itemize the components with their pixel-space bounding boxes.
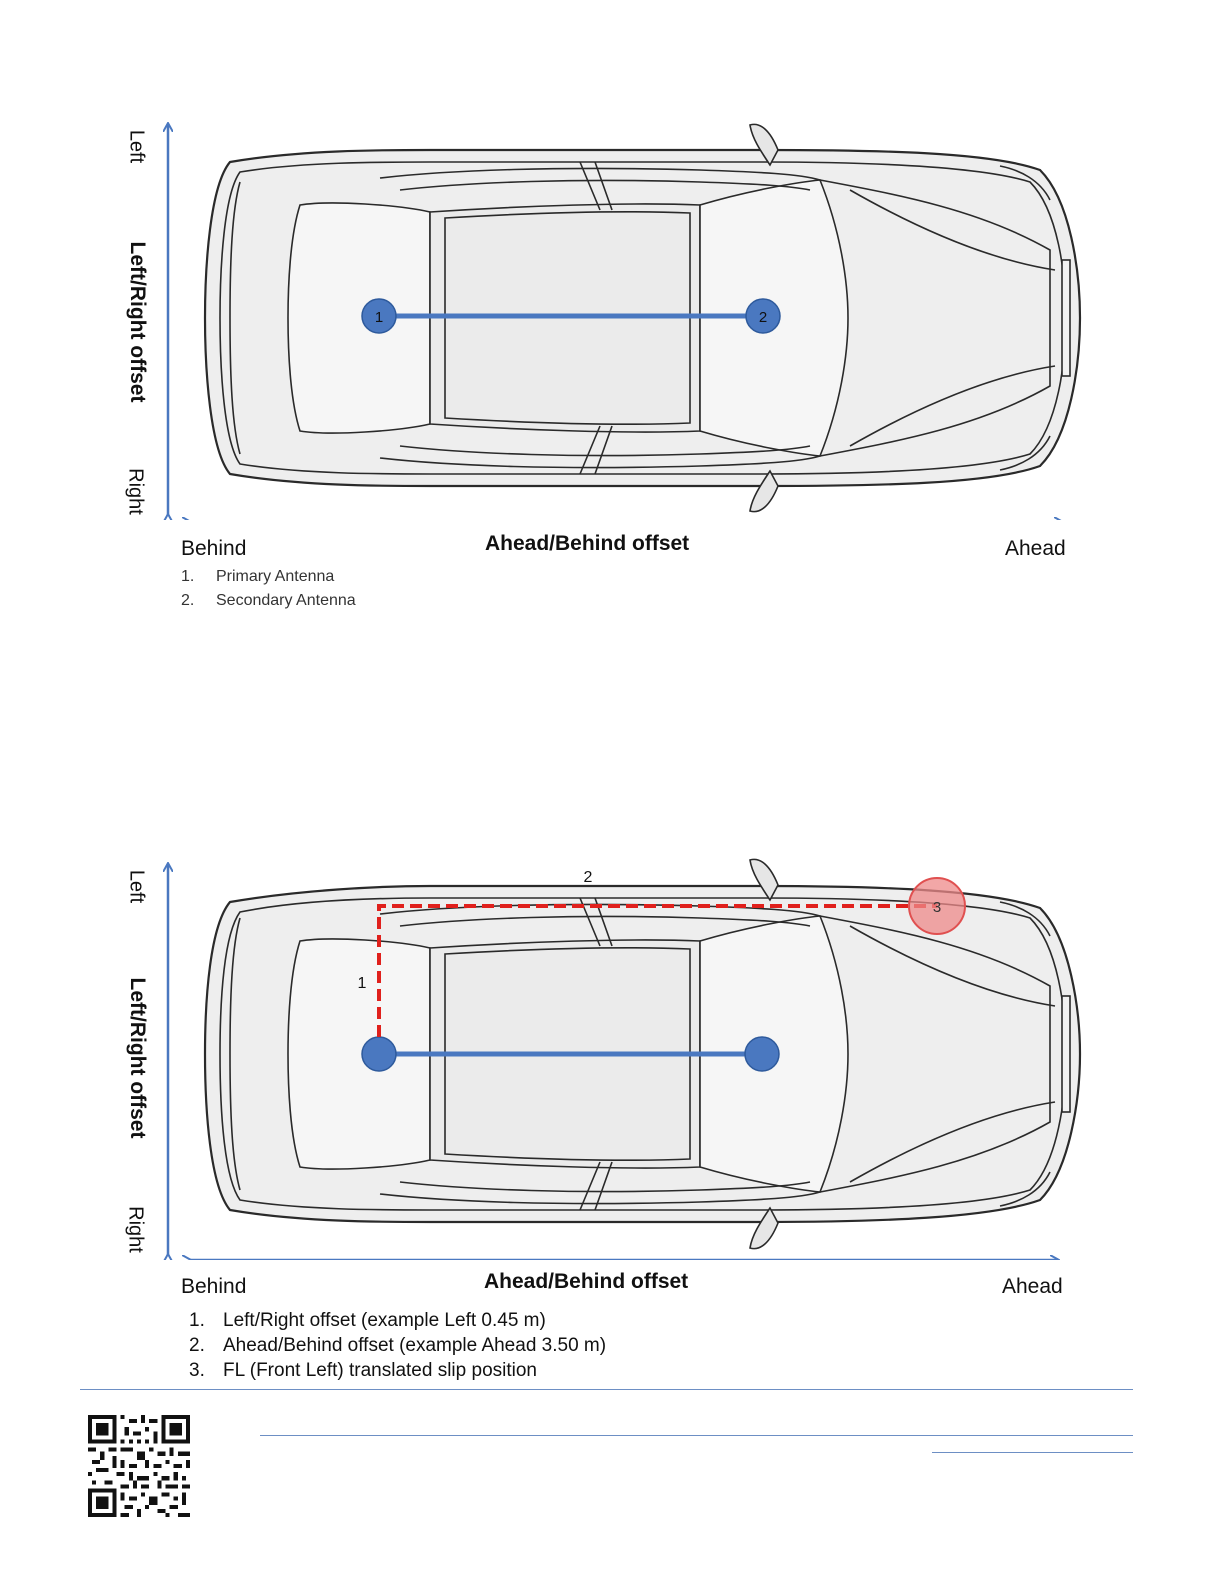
legend-item: 2.Ahead/Behind offset (example Ahead 3.5… xyxy=(189,1335,607,1356)
secondary-antenna-marker: 2 xyxy=(745,298,781,334)
slip-position-number: 3 xyxy=(933,899,941,916)
footer-link-underline xyxy=(932,1452,1133,1453)
primary-antenna-number: 1 xyxy=(375,309,383,326)
antenna-legend: 1.Primary Antenna 2.Secondary Antenna xyxy=(181,568,356,616)
primary-antenna-marker xyxy=(361,1036,397,1072)
axis-title-ahead-behind: Ahead/Behind offset xyxy=(485,532,690,555)
footer-line xyxy=(260,1435,1133,1436)
qr-code-icon xyxy=(88,1415,190,1517)
antenna-diagram: 1 2 Left Left/Right offset Right Behind … xyxy=(0,110,1224,560)
axis-label-behind: Behind xyxy=(181,1275,247,1298)
car-top-view-offset-diagram: 3 2 1 xyxy=(0,858,1082,1260)
path-label-ahead: 2 xyxy=(584,869,593,886)
axis-label-ahead: Ahead xyxy=(1002,1275,1063,1298)
footer-divider xyxy=(80,1389,1133,1390)
slip-position-diagram: 3 2 1 Left Left/Right offset Right Behin… xyxy=(0,850,1224,1298)
axis-label-left: Left xyxy=(125,129,148,164)
axis-label-behind: Behind xyxy=(181,537,247,560)
legend-item: 1.Primary Antenna xyxy=(181,568,335,585)
secondary-antenna-number: 2 xyxy=(759,309,767,326)
secondary-antenna-marker xyxy=(744,1036,780,1072)
axis-title-left-right: Left/Right offset xyxy=(126,977,149,1139)
legend-item: 2.Secondary Antenna xyxy=(181,592,356,609)
axis-label-left: Left xyxy=(125,869,148,904)
offset-path-dashed xyxy=(377,904,937,1037)
axis-label-right: Right xyxy=(124,468,147,515)
car-top-view-diagram: 1 2 xyxy=(0,110,1082,520)
axis-title-left-right: Left/Right offset xyxy=(126,241,149,403)
path-label-left: 1 xyxy=(358,975,367,992)
primary-antenna-marker: 1 xyxy=(361,298,397,334)
axis-label-right: Right xyxy=(124,1206,147,1253)
slip-position-marker: 3 xyxy=(908,877,966,935)
offset-legend: 1.Left/Right offset (example Left 0.45 m… xyxy=(189,1310,606,1385)
axis-title-ahead-behind: Ahead/Behind offset xyxy=(484,1270,689,1293)
legend-item: 3.FL (Front Left) translated slip positi… xyxy=(189,1360,537,1381)
axis-label-ahead: Ahead xyxy=(1005,537,1066,560)
legend-item: 1.Left/Right offset (example Left 0.45 m… xyxy=(189,1310,546,1331)
